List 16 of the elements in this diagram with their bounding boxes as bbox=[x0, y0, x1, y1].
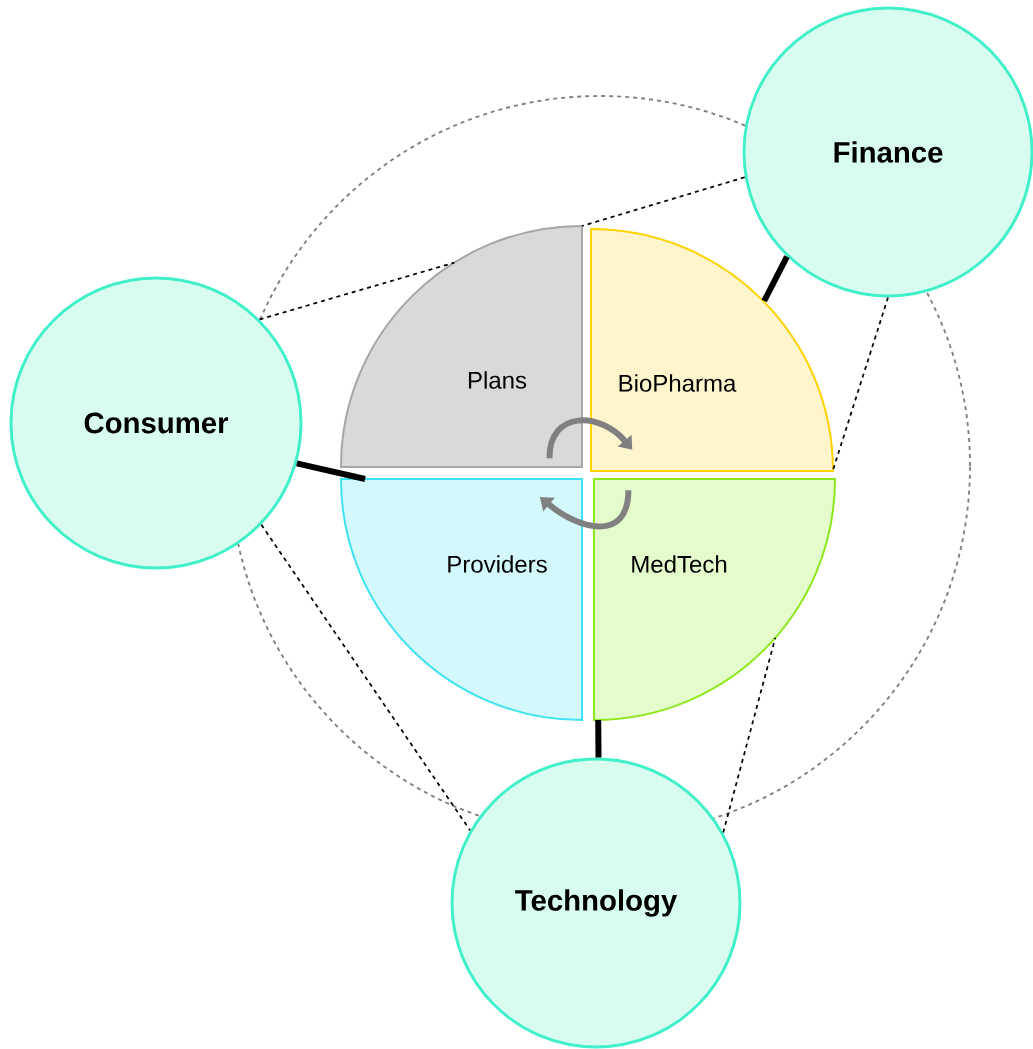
connector-line bbox=[595, 719, 602, 758]
quadrant-segment: Plans bbox=[340, 225, 583, 468]
circle-node: Technology bbox=[450, 757, 742, 1049]
connector-line bbox=[722, 636, 777, 834]
connector-line bbox=[296, 460, 366, 482]
connector-line bbox=[260, 523, 471, 832]
connector-line bbox=[581, 176, 746, 227]
cycle-arrow bbox=[546, 417, 633, 459]
connector-line bbox=[832, 296, 889, 471]
quadrant-segment: BioPharma bbox=[590, 228, 834, 472]
circle-node: Consumer bbox=[9, 276, 303, 570]
quadrant-segment: Providers bbox=[340, 478, 583, 721]
connector-line bbox=[258, 261, 456, 321]
circle-node: Finance bbox=[742, 6, 1033, 298]
quadrant-segment: MedTech bbox=[593, 478, 836, 721]
connector-line bbox=[761, 255, 790, 303]
